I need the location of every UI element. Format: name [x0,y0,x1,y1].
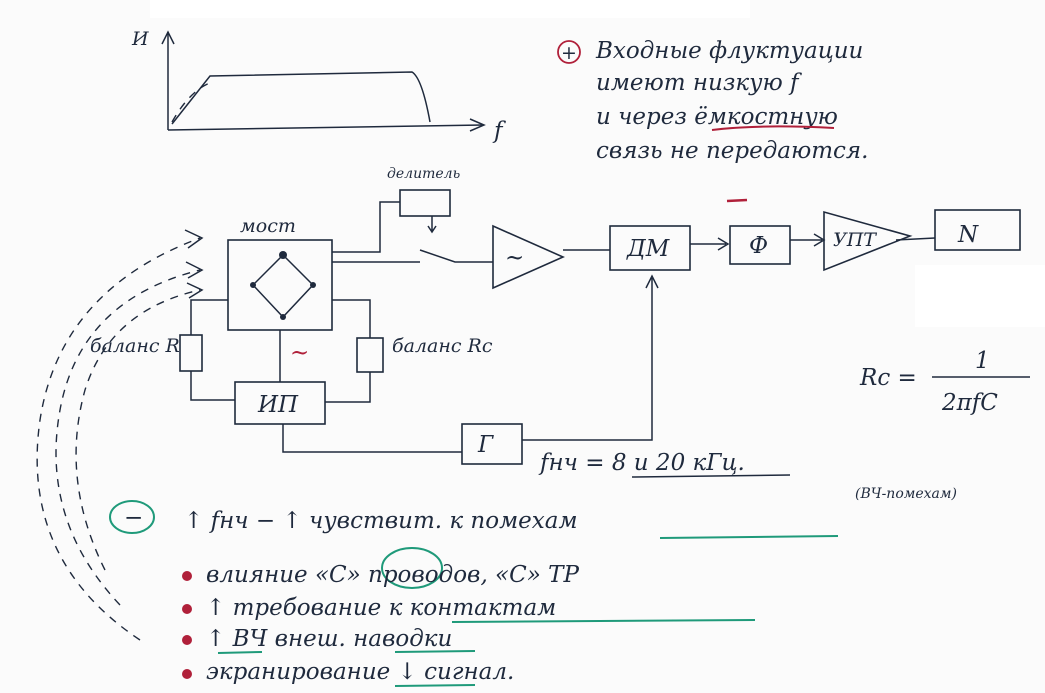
balance-c-box [356,337,384,373]
bridge-node [250,282,256,288]
upt-triangle [823,210,913,272]
balance-c-wire-bottom [325,372,371,403]
bullet-underline [451,619,756,623]
power-supply-label: ИП [257,392,299,418]
c-highlight-ellipse [381,547,443,589]
minus-aside: (ВЧ-помехам) [855,486,957,502]
bridge-label: мост [240,215,296,237]
fnch-formula: fнч = 8 и 20 кГц. [538,450,745,476]
generator-to-supply-wire [282,424,462,453]
balance-r-box [179,334,203,372]
balance-r-wire-top [190,299,228,335]
balance-r-label: баланс R [90,335,180,357]
bridge-node [280,314,286,320]
dashed-arrowhead [185,261,204,279]
graph-dashed-curve [171,81,213,123]
rc-formula-numerator: 1 [975,348,990,374]
divider-arrow [427,216,437,234]
generator-box [461,423,523,465]
graph-x-axis [167,124,484,131]
amplifier-triangle [492,224,565,290]
rc-formula-denominator: 2πfC [941,390,998,416]
plus-note-line-4: связь не передаются. [596,138,868,164]
graph-y-arrow [161,30,175,45]
dashed-arrow [75,289,201,571]
filter-label: Ф [749,233,768,259]
balance-c-wire-top [332,299,371,338]
dm-box [609,225,691,271]
bridge-to-amp-wire [332,249,493,263]
bullet-item: ↑ ВЧ внеш. наводки [206,626,452,652]
plus-note-line-2: имеют низкую f [596,70,802,96]
bridge-to-divider-wire [332,201,400,253]
rc-formula-lhs: Rc = [859,365,917,391]
block-diagram: мост делитель ~ ДМ Ф УПТ N баланс R [36,166,1021,641]
plus-note: + Входные флуктуации имеют низкую f и че… [557,38,868,164]
bullet-dot [182,604,192,614]
plus-circle-marker [557,40,581,64]
bridge-node [310,282,316,288]
divider-label: делитель [387,166,460,182]
fnch-underline [631,474,791,478]
filter-red-mark [726,198,748,203]
minus-marker-text: − [124,505,143,531]
divider-box [399,189,451,217]
bullet-underline [394,684,476,687]
bullet-underline [217,651,263,654]
meter-symbol: N [957,222,979,248]
minus-notes: − ↑ fнч − ↑ чувствит. к помехам (ВЧ-поме… [109,486,957,687]
bullet-dot [182,635,192,645]
dashed-arrow [55,269,201,606]
generator-label: Г [477,432,494,458]
minus-ellipse-marker [109,500,155,534]
upt-label: УПТ [833,229,877,251]
meter-box [934,209,1021,251]
dashed-arrow [36,237,201,641]
graph-x-arrow [469,118,486,132]
frequency-response-graph: И f [131,28,506,144]
generator-to-dm-wire [522,274,659,441]
bridge-symbol [251,253,315,319]
dashed-arrowhead [184,229,204,249]
filter-to-upt-arrow [790,233,826,247]
plus-note-underline [711,125,835,131]
dm-label: ДМ [626,236,671,262]
paper-edge-mask [150,0,750,18]
minus-headline: ↑ fнч − ↑ чувствит. к помехам [184,508,578,534]
minus-headline-underline [659,535,839,539]
plus-marker-text: + [561,42,577,64]
amplifier-symbol: ~ [505,245,524,271]
graph-response-curve [171,71,431,125]
bullet-item: экранирование ↓ сигнал. [206,659,514,685]
ac-symbol: ~ [290,340,309,366]
upt-to-meter-wire [895,237,936,241]
graph-x-label: f [492,118,506,144]
bullet-item: влияние «С» проводов, «С» ТР [206,562,579,588]
balance-r-wire-bottom [190,371,235,401]
bullet-dot [182,669,192,679]
plus-note-line-1: Входные флуктуации [595,38,863,64]
dashed-arrowhead [186,282,204,299]
paper-edge-mask [915,265,1045,327]
graph-y-label: И [131,28,149,50]
bullet-underline [394,650,476,653]
dm-to-filter-arrow [690,237,730,251]
filter-box [729,225,791,265]
bridge-node [279,251,287,259]
bullet-dot [182,571,192,581]
bullet-item: ↑ требование к контактам [206,595,556,621]
formulas: Rc = 1 2πfC fнч = 8 и 20 кГц. [538,348,1030,478]
balance-c-label: баланс Rc [392,335,493,357]
